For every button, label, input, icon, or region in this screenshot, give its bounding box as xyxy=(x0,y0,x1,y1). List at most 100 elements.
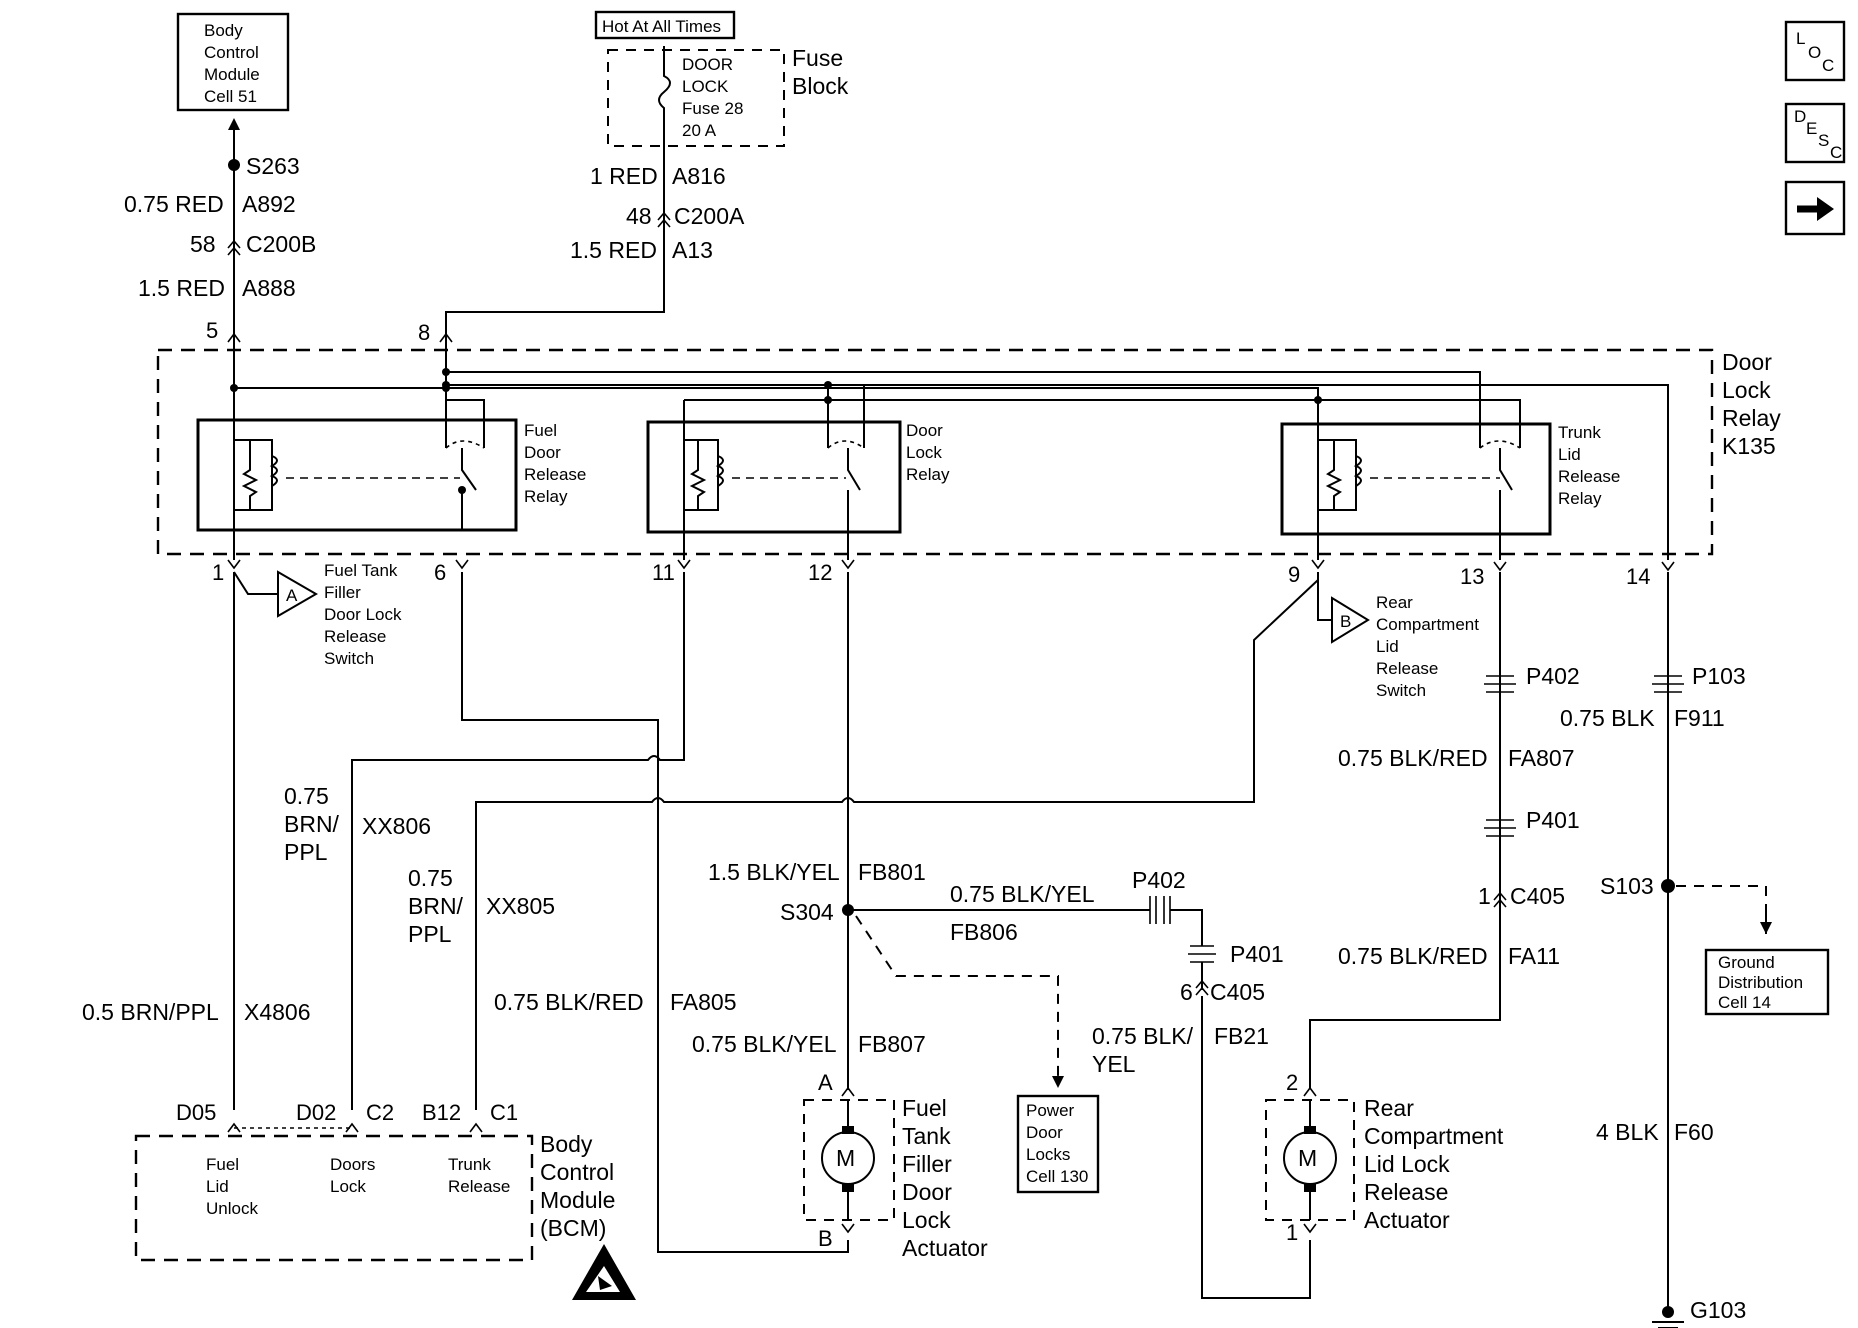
svg-text:Door: Door xyxy=(1722,349,1772,375)
svg-text:D05: D05 xyxy=(176,1100,216,1125)
svg-text:Doors: Doors xyxy=(330,1155,375,1174)
svg-text:PPL: PPL xyxy=(408,921,452,947)
ground-distribution-ref[interactable]: Ground Distribution Cell 14 xyxy=(1704,948,1830,1016)
svg-text:M: M xyxy=(1298,1145,1317,1171)
svg-text:Fuse: Fuse xyxy=(792,45,843,71)
svg-text:Door: Door xyxy=(1026,1123,1063,1142)
svg-text:Fuel: Fuel xyxy=(524,421,557,440)
svg-text:PPL: PPL xyxy=(284,839,328,865)
svg-text:1.5 RED: 1.5 RED xyxy=(570,237,657,263)
svg-text:Cell 51: Cell 51 xyxy=(204,87,257,106)
svg-text:C405: C405 xyxy=(1510,883,1565,909)
motor-icon: M xyxy=(821,1100,875,1220)
fuel-tank-filler-door-lock-switch-ref[interactable]: A xyxy=(277,570,318,618)
svg-text:P103: P103 xyxy=(1692,663,1746,689)
svg-text:Actuator: Actuator xyxy=(902,1235,988,1261)
svg-text:Lid: Lid xyxy=(1558,445,1581,464)
svg-text:Filler: Filler xyxy=(902,1151,952,1177)
svg-text:Fuel: Fuel xyxy=(206,1155,239,1174)
svg-text:0.5 BRN/PPL: 0.5 BRN/PPL xyxy=(82,999,219,1025)
svg-text:0.75 BLK/YEL: 0.75 BLK/YEL xyxy=(950,881,1095,907)
svg-text:Lock: Lock xyxy=(330,1177,366,1196)
svg-text:B: B xyxy=(818,1226,833,1251)
svg-text:P401: P401 xyxy=(1526,807,1580,833)
wire-xx805 xyxy=(475,579,1319,1110)
svg-text:A: A xyxy=(818,1070,833,1095)
svg-text:0.75: 0.75 xyxy=(284,783,329,809)
svg-text:13: 13 xyxy=(1460,564,1484,589)
svg-text:A892: A892 xyxy=(242,191,296,217)
wire-fa807 xyxy=(1309,572,1501,1088)
power-door-locks-ref[interactable]: Power Door Locks Cell 130 xyxy=(1016,1094,1100,1194)
svg-text:1.5 BLK/YEL: 1.5 BLK/YEL xyxy=(708,859,840,885)
bcm-cell51-ref[interactable]: Body Control Module Cell 51 xyxy=(176,12,290,112)
svg-text:A: A xyxy=(286,586,298,605)
svg-text:Distribution: Distribution xyxy=(1718,973,1803,992)
svg-text:P402: P402 xyxy=(1132,867,1186,893)
svg-text:0.75 BLK/YEL: 0.75 BLK/YEL xyxy=(692,1031,837,1057)
svg-text:Tank: Tank xyxy=(902,1123,951,1149)
svg-text:(BCM): (BCM) xyxy=(540,1215,606,1241)
svg-text:FB801: FB801 xyxy=(858,859,926,885)
rear-compartment-lid-release-switch-ref[interactable]: B xyxy=(1331,596,1370,644)
svg-text:Lid Lock: Lid Lock xyxy=(1364,1151,1450,1177)
svg-text:YEL: YEL xyxy=(1092,1051,1136,1077)
svg-text:Release: Release xyxy=(1364,1179,1448,1205)
svg-text:Release: Release xyxy=(1558,467,1620,486)
svg-text:DOOR: DOOR xyxy=(682,55,733,74)
svg-text:BRN/: BRN/ xyxy=(408,893,464,919)
svg-text:S304: S304 xyxy=(780,899,834,925)
svg-text:Release: Release xyxy=(1376,659,1438,678)
body-control-module xyxy=(134,1134,534,1262)
svg-text:LOCK: LOCK xyxy=(682,77,729,96)
arrow-right-icon xyxy=(1797,197,1834,221)
svg-text:Hot At All Times: Hot At All Times xyxy=(602,17,721,36)
svg-text:S103: S103 xyxy=(1600,873,1654,899)
svg-text:Fuel: Fuel xyxy=(902,1095,947,1121)
svg-text:Filler: Filler xyxy=(324,583,361,602)
svg-text:Trunk: Trunk xyxy=(1558,423,1601,442)
svg-text:FA11: FA11 xyxy=(1508,943,1560,969)
svg-text:B: B xyxy=(1340,612,1351,631)
svg-text:C2: C2 xyxy=(366,1100,394,1125)
svg-text:Door: Door xyxy=(902,1179,952,1205)
svg-text:D: D xyxy=(1794,107,1806,126)
svg-text:O: O xyxy=(1808,43,1821,62)
splice-s263 xyxy=(228,159,240,171)
svg-text:BRN/: BRN/ xyxy=(284,811,340,837)
svg-text:D02: D02 xyxy=(296,1100,336,1125)
svg-text:0.75 BLK: 0.75 BLK xyxy=(1560,705,1655,731)
hot-at-all-times-label-box xyxy=(594,10,736,40)
svg-text:C: C xyxy=(1822,56,1834,75)
svg-text:1: 1 xyxy=(1286,1220,1298,1245)
svg-text:B12: B12 xyxy=(422,1100,461,1125)
svg-text:XX806: XX806 xyxy=(362,813,431,839)
svg-text:4 BLK: 4 BLK xyxy=(1596,1119,1659,1145)
splice-s103 xyxy=(1661,879,1675,893)
svg-text:E: E xyxy=(1806,119,1817,138)
svg-text:1 RED: 1 RED xyxy=(590,163,658,189)
svg-text:9: 9 xyxy=(1288,562,1300,587)
svg-text:G103: G103 xyxy=(1690,1297,1746,1323)
svg-text:Lid: Lid xyxy=(206,1177,229,1196)
svg-text:Body: Body xyxy=(540,1131,593,1157)
svg-text:Relay: Relay xyxy=(1722,405,1781,431)
svg-text:Relay: Relay xyxy=(1558,489,1602,508)
svg-text:Module: Module xyxy=(540,1187,615,1213)
svg-text:Switch: Switch xyxy=(1376,681,1426,700)
svg-text:Release: Release xyxy=(448,1177,510,1196)
svg-text:F911: F911 xyxy=(1674,705,1725,731)
svg-text:Rear: Rear xyxy=(1364,1095,1414,1121)
desc-button[interactable]: D E S C xyxy=(1784,102,1846,164)
loc-button[interactable]: L O C xyxy=(1784,20,1846,82)
svg-text:Compartment: Compartment xyxy=(1376,615,1479,634)
motor-icon: M xyxy=(1283,1100,1337,1220)
svg-text:Unlock: Unlock xyxy=(206,1199,258,1218)
svg-text:FB21: FB21 xyxy=(1214,1023,1269,1049)
svg-text:1.5 RED: 1.5 RED xyxy=(138,275,225,301)
next-button[interactable] xyxy=(1784,180,1846,236)
svg-text:Switch: Switch xyxy=(324,649,374,668)
svg-text:Fuel Tank: Fuel Tank xyxy=(324,561,398,580)
svg-text:S: S xyxy=(1818,131,1829,150)
